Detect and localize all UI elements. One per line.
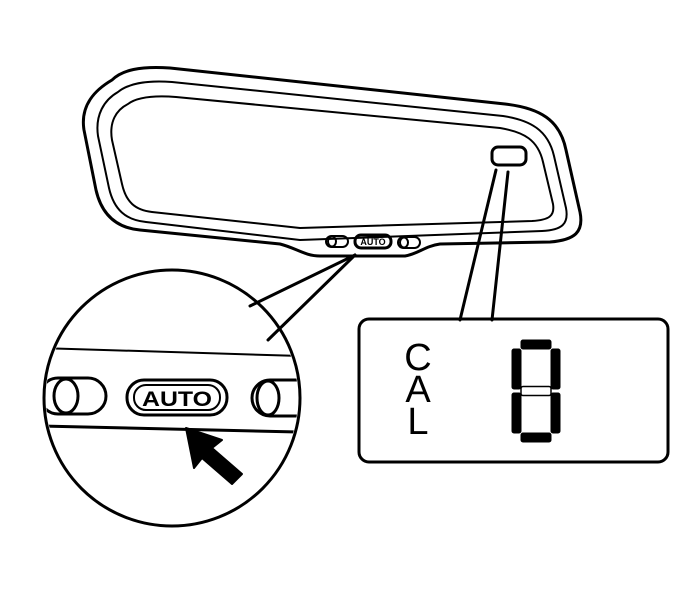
light-sensor-window bbox=[490, 145, 528, 167]
auto-button-large-inner bbox=[133, 384, 221, 411]
seven-segment-digit bbox=[511, 339, 561, 443]
mirror-edge-line-top bbox=[46, 347, 298, 357]
left-indicator-large-lens bbox=[52, 377, 80, 415]
zoom-callout-wedge bbox=[248, 253, 357, 342]
mirror-glass-edge bbox=[110, 95, 555, 229]
mirror-edge-line-bottom bbox=[46, 424, 298, 434]
mirror-bottom-controls: AUTO bbox=[325, 233, 421, 250]
display-letter-a: A bbox=[405, 369, 431, 411]
mirror-housing-outer bbox=[81, 66, 583, 258]
right-indicator-large bbox=[250, 378, 298, 418]
auto-button-large-label: AUTO bbox=[142, 388, 212, 411]
digit-segment-c bbox=[550, 392, 561, 434]
display-frame bbox=[357, 317, 670, 464]
right-indicator-small bbox=[397, 236, 421, 249]
auto-button-small[interactable] bbox=[353, 233, 393, 250]
digit-segment-g bbox=[520, 385, 552, 397]
digit-segment-d bbox=[520, 432, 552, 443]
display-letter-l: L bbox=[407, 401, 428, 443]
right-indicator-large-lens bbox=[255, 379, 281, 417]
auto-button-large-outer[interactable] bbox=[125, 378, 229, 417]
rearview-mirror: AUTO bbox=[81, 66, 583, 258]
left-indicator-small-lens bbox=[327, 235, 337, 248]
right-indicator-small-lens bbox=[399, 236, 409, 249]
digit-segment-b bbox=[550, 348, 561, 390]
digit-segment-a bbox=[520, 339, 552, 350]
compass-display-panel: C A L bbox=[357, 317, 670, 464]
digit-segment-f bbox=[511, 348, 522, 390]
left-indicator-large bbox=[46, 376, 108, 416]
mirror-housing-inner-rim bbox=[96, 80, 568, 241]
press-arrow-icon bbox=[185, 427, 243, 485]
auto-button-small-label: AUTO bbox=[360, 237, 385, 247]
digit-segment-e bbox=[511, 392, 522, 434]
magnifier-circle bbox=[42, 268, 302, 528]
left-indicator-small bbox=[325, 235, 349, 248]
display-letter-c: C bbox=[404, 337, 431, 379]
magnified-view: AUTO bbox=[42, 268, 302, 528]
display-callout-leader bbox=[458, 168, 510, 322]
